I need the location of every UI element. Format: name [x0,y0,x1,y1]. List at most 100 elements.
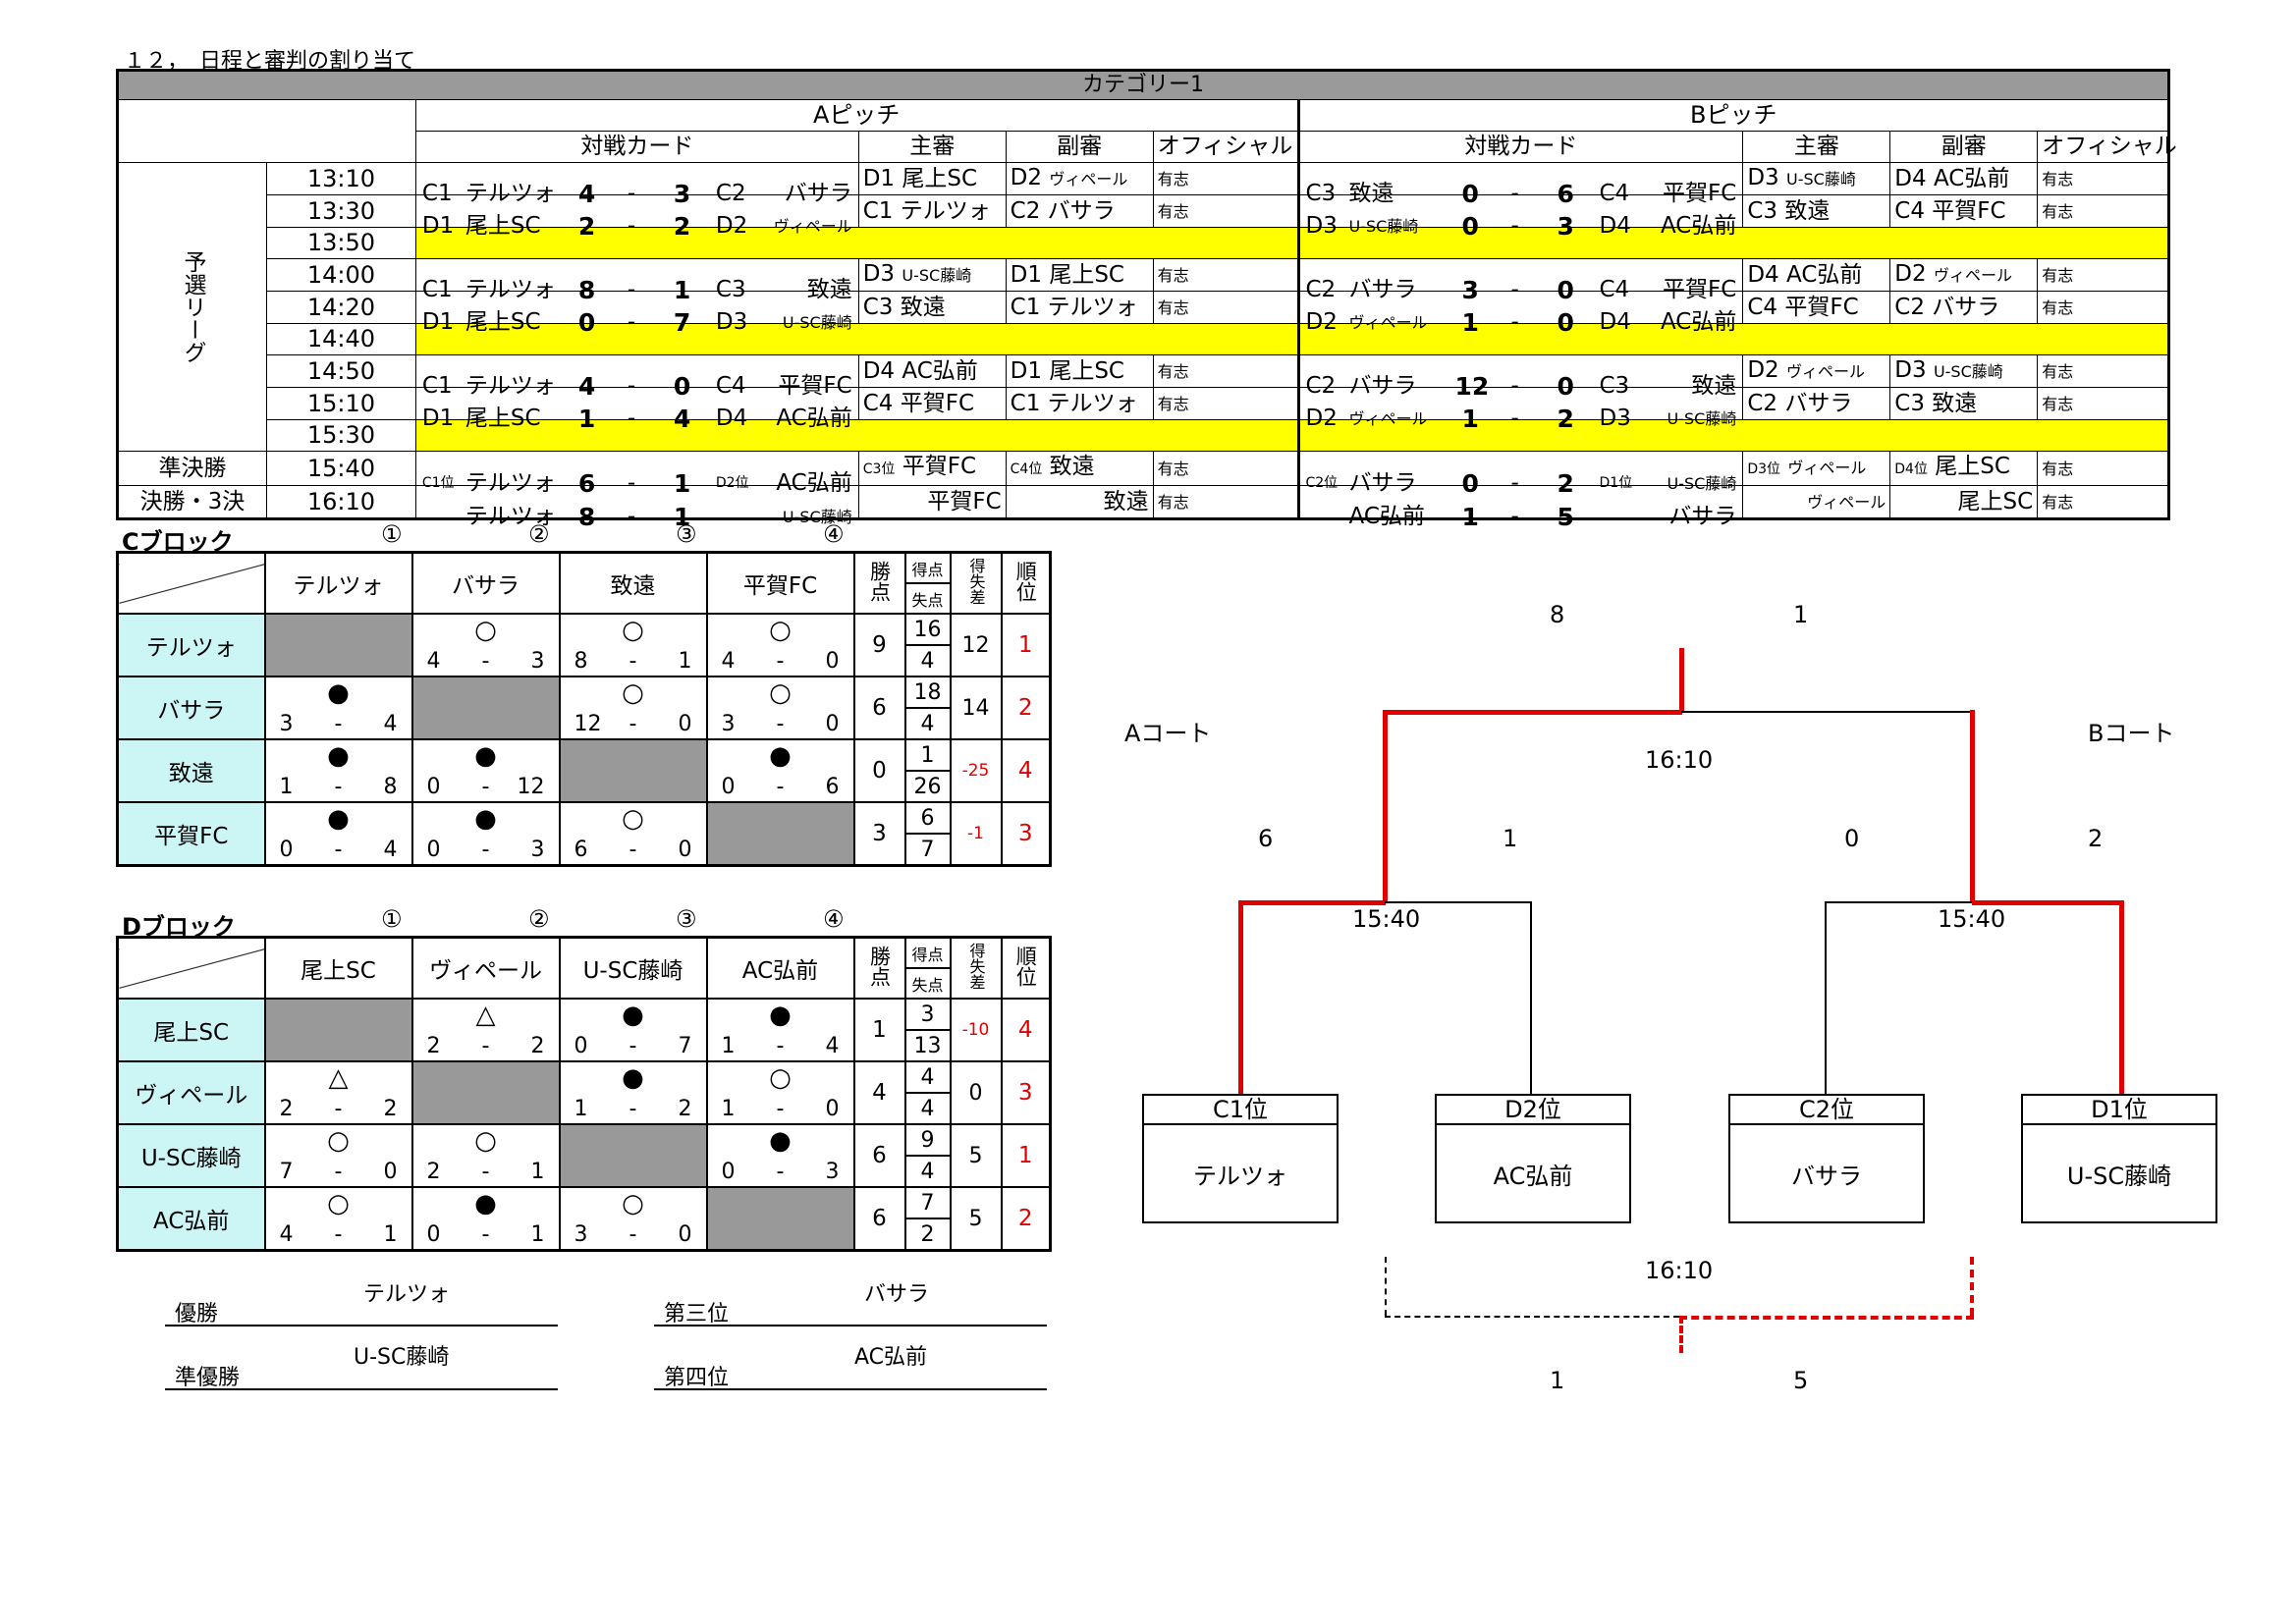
third-team: バサラ [864,1282,930,1307]
rank: 2 [1000,1186,1052,1252]
semi-a-score-right: 1 [1503,825,1518,852]
official-a: 有志 [1152,387,1299,420]
points: 1 [852,998,906,1062]
block-row-team: 平賀FC [116,801,266,867]
match-time: 15:10 [265,387,416,420]
official-a: 有志 [1152,258,1299,292]
assistant-b: C4 平賀FC [1889,194,2039,228]
break-a [414,323,1299,355]
court-b-label: Bコート [2088,720,2175,747]
official-a: 有志 [1152,354,1299,388]
referee-b: C4 平賀FC [1742,291,1891,324]
rank: 4 [1000,738,1052,803]
referee-a: D3 U-SC藤崎 [857,258,1007,292]
pitch-a-header: Aピッチ [414,99,1299,132]
official-a: 有志 [1152,451,1299,486]
category-title: カテゴリー1 [117,70,2169,100]
match-time: 13:30 [265,194,416,228]
block-col-number: ① [381,905,403,933]
header-referee-a: 主審 [857,131,1007,163]
result-mark: ● [327,804,350,834]
assistant-b: C3 致遠 [1889,387,2039,420]
block-row-team: バサラ [116,676,266,740]
semi-b-score-left: 0 [1844,825,1860,852]
result-mark: ○ [622,678,644,708]
pitch-b-header: Bピッチ [1296,99,2169,132]
block-row-team: U-SC藤崎 [116,1123,266,1188]
assistant-b: D2 ヴィペール [1889,258,2039,292]
block-col-team: バサラ [410,551,561,615]
match-time: 14:20 [265,291,416,324]
block-col-team: AC弘前 [705,936,855,1000]
slot-team: U-SC藤崎 [2066,1162,2172,1190]
self-cell [558,738,708,803]
result-mark: ● [327,678,350,708]
stage-prelim: 予選リーグ [117,162,267,452]
block-corner [116,551,266,615]
assistant-b: C2 バサラ [1889,291,2039,324]
rank: 3 [1000,801,1052,867]
assistant-a: D1 尾上SC [1005,354,1154,388]
result-cell: ●1-4 [705,998,855,1062]
block-row-team: 尾上SC [116,998,266,1062]
result-mark: ○ [327,1126,350,1156]
slot-position: D2位 [1437,1096,1629,1125]
rank: 3 [1000,1060,1052,1125]
block-col-team: 尾上SC [263,936,413,1000]
block-col-number: ④ [823,905,845,933]
official-b: 有志 [2037,387,2169,420]
goal-diff: -25 [949,738,1003,803]
result-cell: ●3-4 [263,676,413,740]
referee-b: D3位 ヴィペール [1742,451,1891,486]
hdr-points: 勝点 [852,936,906,1000]
result-cell: ○4-0 [705,613,855,677]
break-b [1296,323,2169,355]
result-mark: ○ [622,616,644,645]
result-cell: ●0-6 [705,738,855,803]
header-assistant-b: 副審 [1889,131,2039,163]
block-col-team: テルツォ [263,551,413,615]
goal-diff: -1 [949,801,1003,867]
champion-label: 優勝 [175,1302,219,1326]
match-time: 15:40 [265,451,416,486]
break-b [1296,419,2169,452]
result-cell: ●0-3 [705,1123,855,1188]
referee-b: D4 AC弘前 [1742,258,1891,292]
block-col-team: U-SC藤崎 [558,936,708,1000]
result-mark: ○ [769,616,792,645]
match-time: 14:50 [265,354,416,388]
points: 6 [852,676,906,740]
third-score-left: 1 [1550,1367,1565,1394]
result-cell: ○8-1 [558,613,708,677]
schedule-row: 14:40 [118,323,2169,355]
referee-b: D3 U-SC藤崎 [1742,162,1891,195]
runnerup-team: U-SC藤崎 [354,1345,450,1370]
assistant-a: C4位 致遠 [1005,451,1154,486]
block-col-team: 平賀FC [705,551,855,615]
result-cell: ●0-12 [410,738,561,803]
assistant-a: D2 ヴィペール [1005,162,1154,195]
header-official-b: オフィシャル [2037,131,2177,163]
referee-a: C4 平賀FC [857,387,1007,420]
goal-diff: 5 [949,1186,1003,1252]
header-referee-b: 主審 [1742,131,1891,163]
slot-position: C2位 [1730,1096,1923,1125]
self-cell [705,801,855,867]
schedule-row: 15:30 [118,419,2169,452]
